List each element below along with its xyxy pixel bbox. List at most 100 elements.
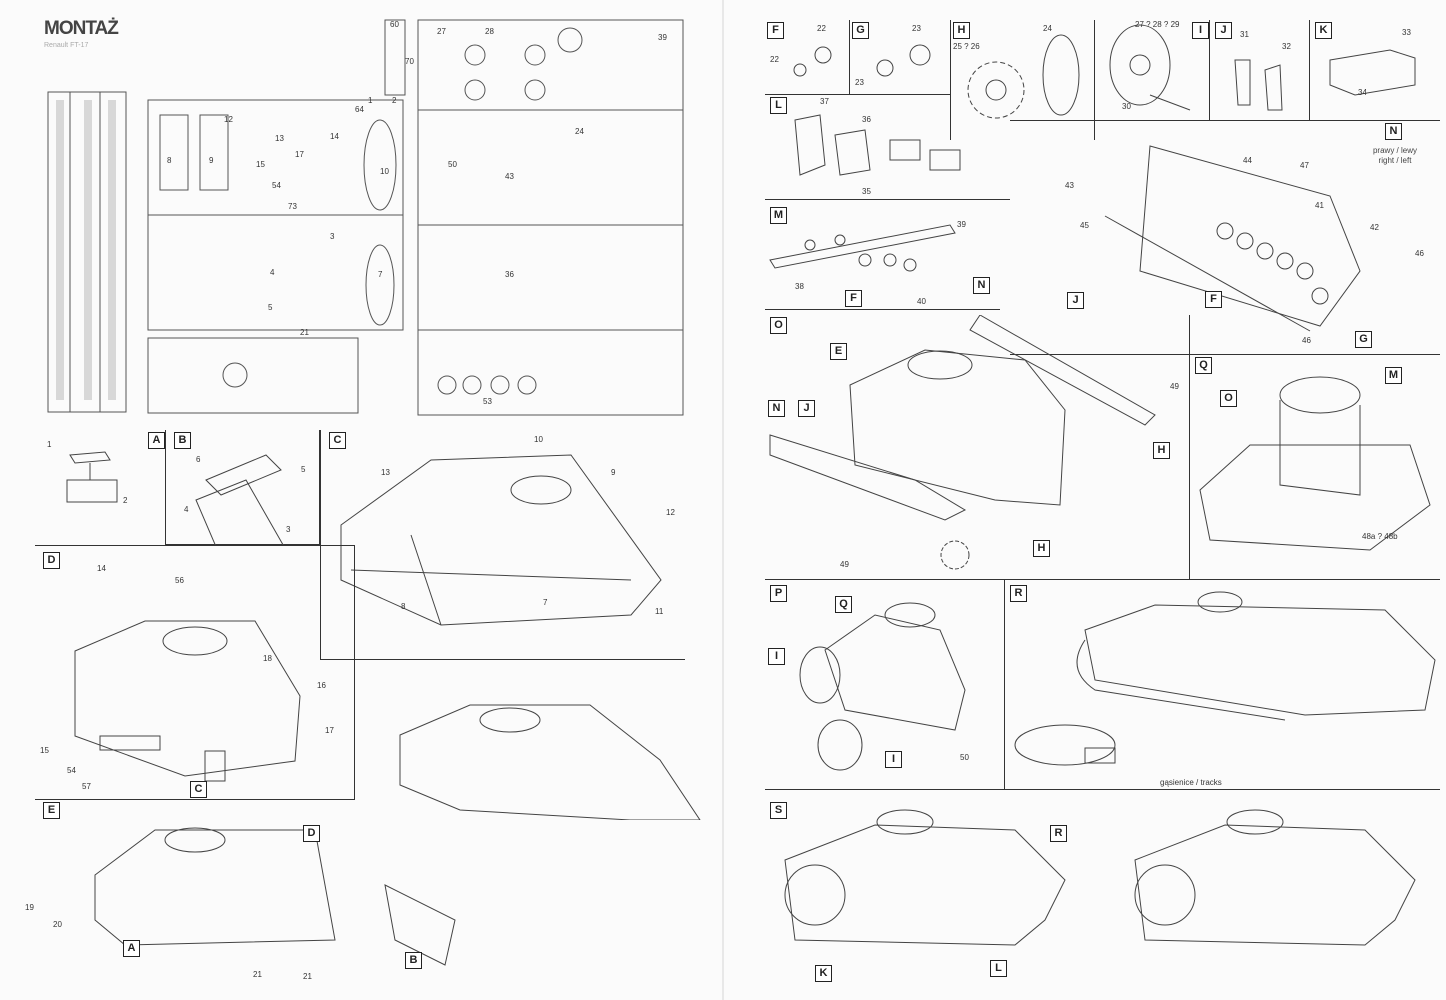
note-line: prawy / lewy <box>1372 146 1417 155</box>
part-number: 37 <box>820 97 829 106</box>
part-number: 36 <box>862 115 871 124</box>
step-s-panel: S R K L <box>765 800 1440 990</box>
step-label: A <box>148 432 165 449</box>
step-label: O <box>770 317 787 334</box>
ref-label: L <box>990 960 1007 977</box>
step-d-panel: D 14 56 18 16 15 17 54 57 C <box>35 545 355 800</box>
part-number: 27 ? 28 ? 29 <box>1135 20 1180 29</box>
ref-label: I <box>768 648 785 665</box>
part-number: 3 <box>286 525 291 534</box>
part-number: 50 <box>960 753 969 762</box>
part-number: 15 <box>40 746 49 755</box>
sprue-part: 3 <box>330 232 335 241</box>
part-number: 20 <box>53 920 62 929</box>
sprue-part: 43 <box>505 172 514 181</box>
step-label: S <box>770 802 787 819</box>
step-label: K <box>1315 22 1332 39</box>
part-number: 23 <box>855 78 864 87</box>
step-f-panel: F 22 22 <box>765 20 850 95</box>
step-label: Q <box>1195 357 1212 374</box>
sprue-part: 39 <box>658 33 667 42</box>
part-number: 14 <box>97 564 106 573</box>
part-number: 57 <box>82 782 91 791</box>
step-o-panel: O 49 49 N J E N J H H <box>765 277 1190 580</box>
part-number: 32 <box>1282 42 1291 51</box>
sprue-part: 64 <box>355 105 364 114</box>
ref-label: B <box>405 952 422 969</box>
ref-label: M <box>1385 367 1402 384</box>
ref-label: J <box>1067 292 1084 309</box>
part-number: 30 <box>1122 102 1131 111</box>
part-number: 5 <box>301 465 306 474</box>
step-label: G <box>852 22 869 39</box>
part-number: 22 <box>817 24 826 33</box>
ref-label: C <box>190 781 207 798</box>
step-q-panel: Q 48a ? 48b O M <box>1190 355 1440 580</box>
sprue-part: 24 <box>575 127 584 136</box>
part-number: 13 <box>381 468 390 477</box>
part-number: 44 <box>1243 156 1252 165</box>
step-m-panel: M 39 38 40 F <box>765 205 1000 310</box>
step-label: P <box>770 585 787 602</box>
sprue-part: 50 <box>448 160 457 169</box>
part-number: 39 <box>957 220 966 229</box>
step-p-panel: P 50 Q I I <box>765 580 1005 790</box>
part-number: 2 <box>123 496 128 505</box>
ref-label: K <box>815 965 832 982</box>
part-number: 49 <box>840 560 849 569</box>
part-number: 10 <box>534 435 543 444</box>
ref-label: R <box>1050 825 1067 842</box>
sprue-part: 13 <box>275 134 284 143</box>
ref-label: G <box>1355 331 1372 348</box>
sprue-part: 60 <box>390 20 399 29</box>
step-i-panel: I 27 ? 28 ? 29 30 <box>1095 20 1210 120</box>
sprue-part: 36 <box>505 270 514 279</box>
page-title: MONTAŻ <box>44 18 119 39</box>
step-r-panel: R gąsienice / tracks <box>1005 580 1440 790</box>
part-number: 31 <box>1240 30 1249 39</box>
ref-label: F <box>845 290 862 307</box>
note-line: right / left <box>1378 156 1412 165</box>
part-number: 9 <box>611 468 616 477</box>
ref-label: I <box>885 751 902 768</box>
part-number: 6 <box>196 455 201 464</box>
sprue-part: 70 <box>405 57 414 66</box>
tracks-note: gąsienice / tracks <box>1160 778 1222 787</box>
step-j-panel: J 31 32 <box>1210 20 1310 120</box>
step-b-panel: B 6 5 4 3 <box>165 430 320 545</box>
step-label: B <box>174 432 191 449</box>
part-number: 48a ? 48b <box>1362 532 1398 541</box>
sprue-part: 17 <box>295 150 304 159</box>
ref-label: N <box>768 400 785 417</box>
part-number: 47 <box>1300 161 1309 170</box>
step-label: N <box>1385 123 1402 140</box>
sprue-part: 21 <box>300 328 309 337</box>
part-number: 7 <box>543 598 548 607</box>
part-number: 46 <box>1415 249 1424 258</box>
ref-label: F <box>1205 291 1222 308</box>
ref-label: D <box>303 825 320 842</box>
sprue-part: 54 <box>272 181 281 190</box>
part-number: 45 <box>1080 221 1089 230</box>
sprue-part: 5 <box>268 303 273 312</box>
part-number: 42 <box>1370 223 1379 232</box>
part-number: 21 <box>253 970 262 979</box>
part-number: 22 <box>770 55 779 64</box>
part-number: 4 <box>184 505 189 514</box>
page-subtitle: Renault FT-17 <box>44 42 89 49</box>
ref-label: Q <box>835 596 852 613</box>
part-number: 43 <box>1065 181 1074 190</box>
part-number: 19 <box>25 903 34 912</box>
step-k-panel: K 33 34 <box>1310 20 1435 120</box>
part-number: 35 <box>862 187 871 196</box>
part-number: 41 <box>1315 201 1324 210</box>
sprue-part: 28 <box>485 27 494 36</box>
sprue-part: 27 <box>437 27 446 36</box>
step-h-panel: H 24 25 ? 26 <box>950 20 1095 140</box>
step-label: R <box>1010 585 1027 602</box>
step-g-panel: G 23 23 <box>850 20 950 95</box>
sprue-part: 73 <box>288 202 297 211</box>
step-label: M <box>770 207 787 224</box>
